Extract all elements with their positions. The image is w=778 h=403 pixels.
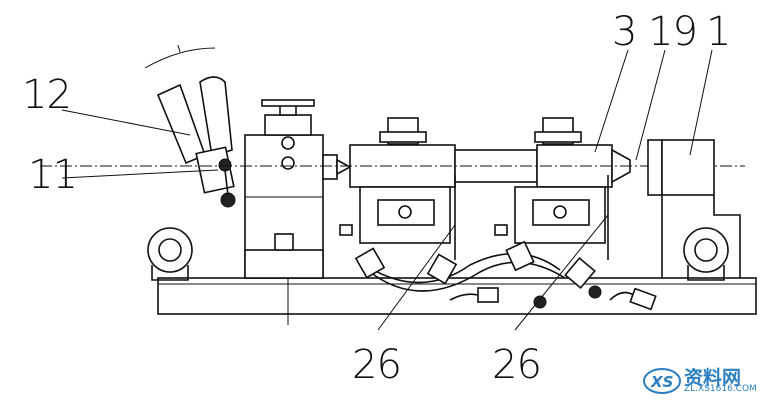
- lifting-eye-right: [683, 227, 729, 281]
- label-part-26-right: 26: [492, 342, 541, 388]
- watermark-site-name: 资料网: [684, 367, 742, 389]
- watermark-site-url: ZL.XS1616.COM: [684, 384, 757, 394]
- right-head: [647, 139, 741, 278]
- leader-lines: [61, 49, 713, 331]
- label-part-3: 3: [612, 9, 636, 55]
- clamp-body-left: [244, 99, 352, 325]
- hose-fittings: [339, 224, 657, 311]
- support-right: [514, 117, 609, 260]
- support-left: [359, 117, 456, 260]
- label-part-1: 1: [706, 9, 730, 55]
- lifting-eye-left: [147, 227, 193, 281]
- xs-logo-icon: XS: [643, 368, 681, 394]
- label-part-26-left: 26: [352, 342, 401, 388]
- svg-text:XS: XS: [650, 373, 673, 391]
- label-part-11: 11: [28, 152, 77, 198]
- label-part-12: 12: [22, 72, 71, 118]
- label-part-19: 19: [648, 9, 697, 55]
- handle-lever: [144, 44, 236, 208]
- site-watermark: XS 资料网 ZL.XS1616.COM: [642, 361, 772, 399]
